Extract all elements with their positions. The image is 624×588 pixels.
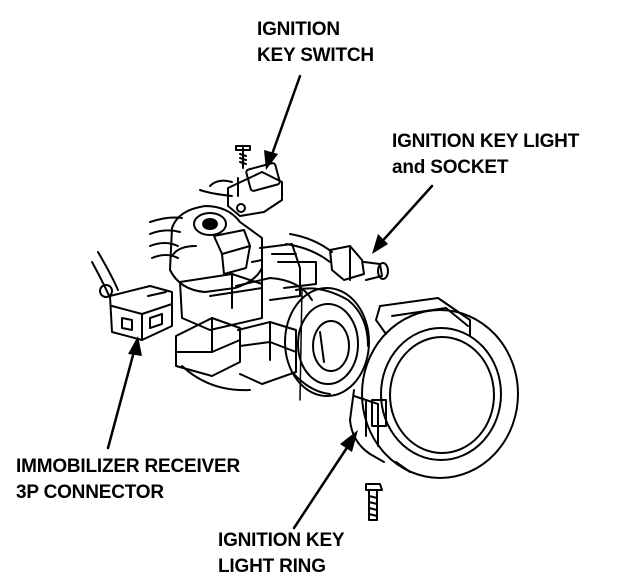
label-line: and SOCKET — [392, 157, 509, 178]
label-ignition-key-light: IGNITION KEY LIGHT and SOCKET — [392, 129, 579, 181]
label-line: IMMOBILIZER RECEIVER — [16, 456, 241, 477]
leader-lines — [106, 74, 434, 530]
key-light-ring — [349, 297, 519, 521]
label-immobilizer-connector: IMMOBILIZER RECEIVER 3P CONNECTOR — [16, 454, 240, 506]
label-key-light-ring: IGNITION KEY LIGHT RING — [218, 528, 345, 580]
label-ignition-key-switch: IGNITION KEY SWITCH — [257, 17, 374, 69]
label-line: 3P CONNECTOR — [16, 482, 164, 503]
key-light-socket — [285, 233, 389, 281]
label-line: KEY SWITCH — [257, 45, 374, 66]
immobilizer-connector — [91, 251, 173, 341]
ignition-switch-assembly — [149, 145, 370, 401]
label-line: IGNITION KEY LIGHT — [392, 131, 580, 152]
label-line: IGNITION KEY — [218, 530, 345, 551]
label-line: LIGHT RING — [218, 556, 326, 577]
label-line: IGNITION — [257, 19, 340, 40]
